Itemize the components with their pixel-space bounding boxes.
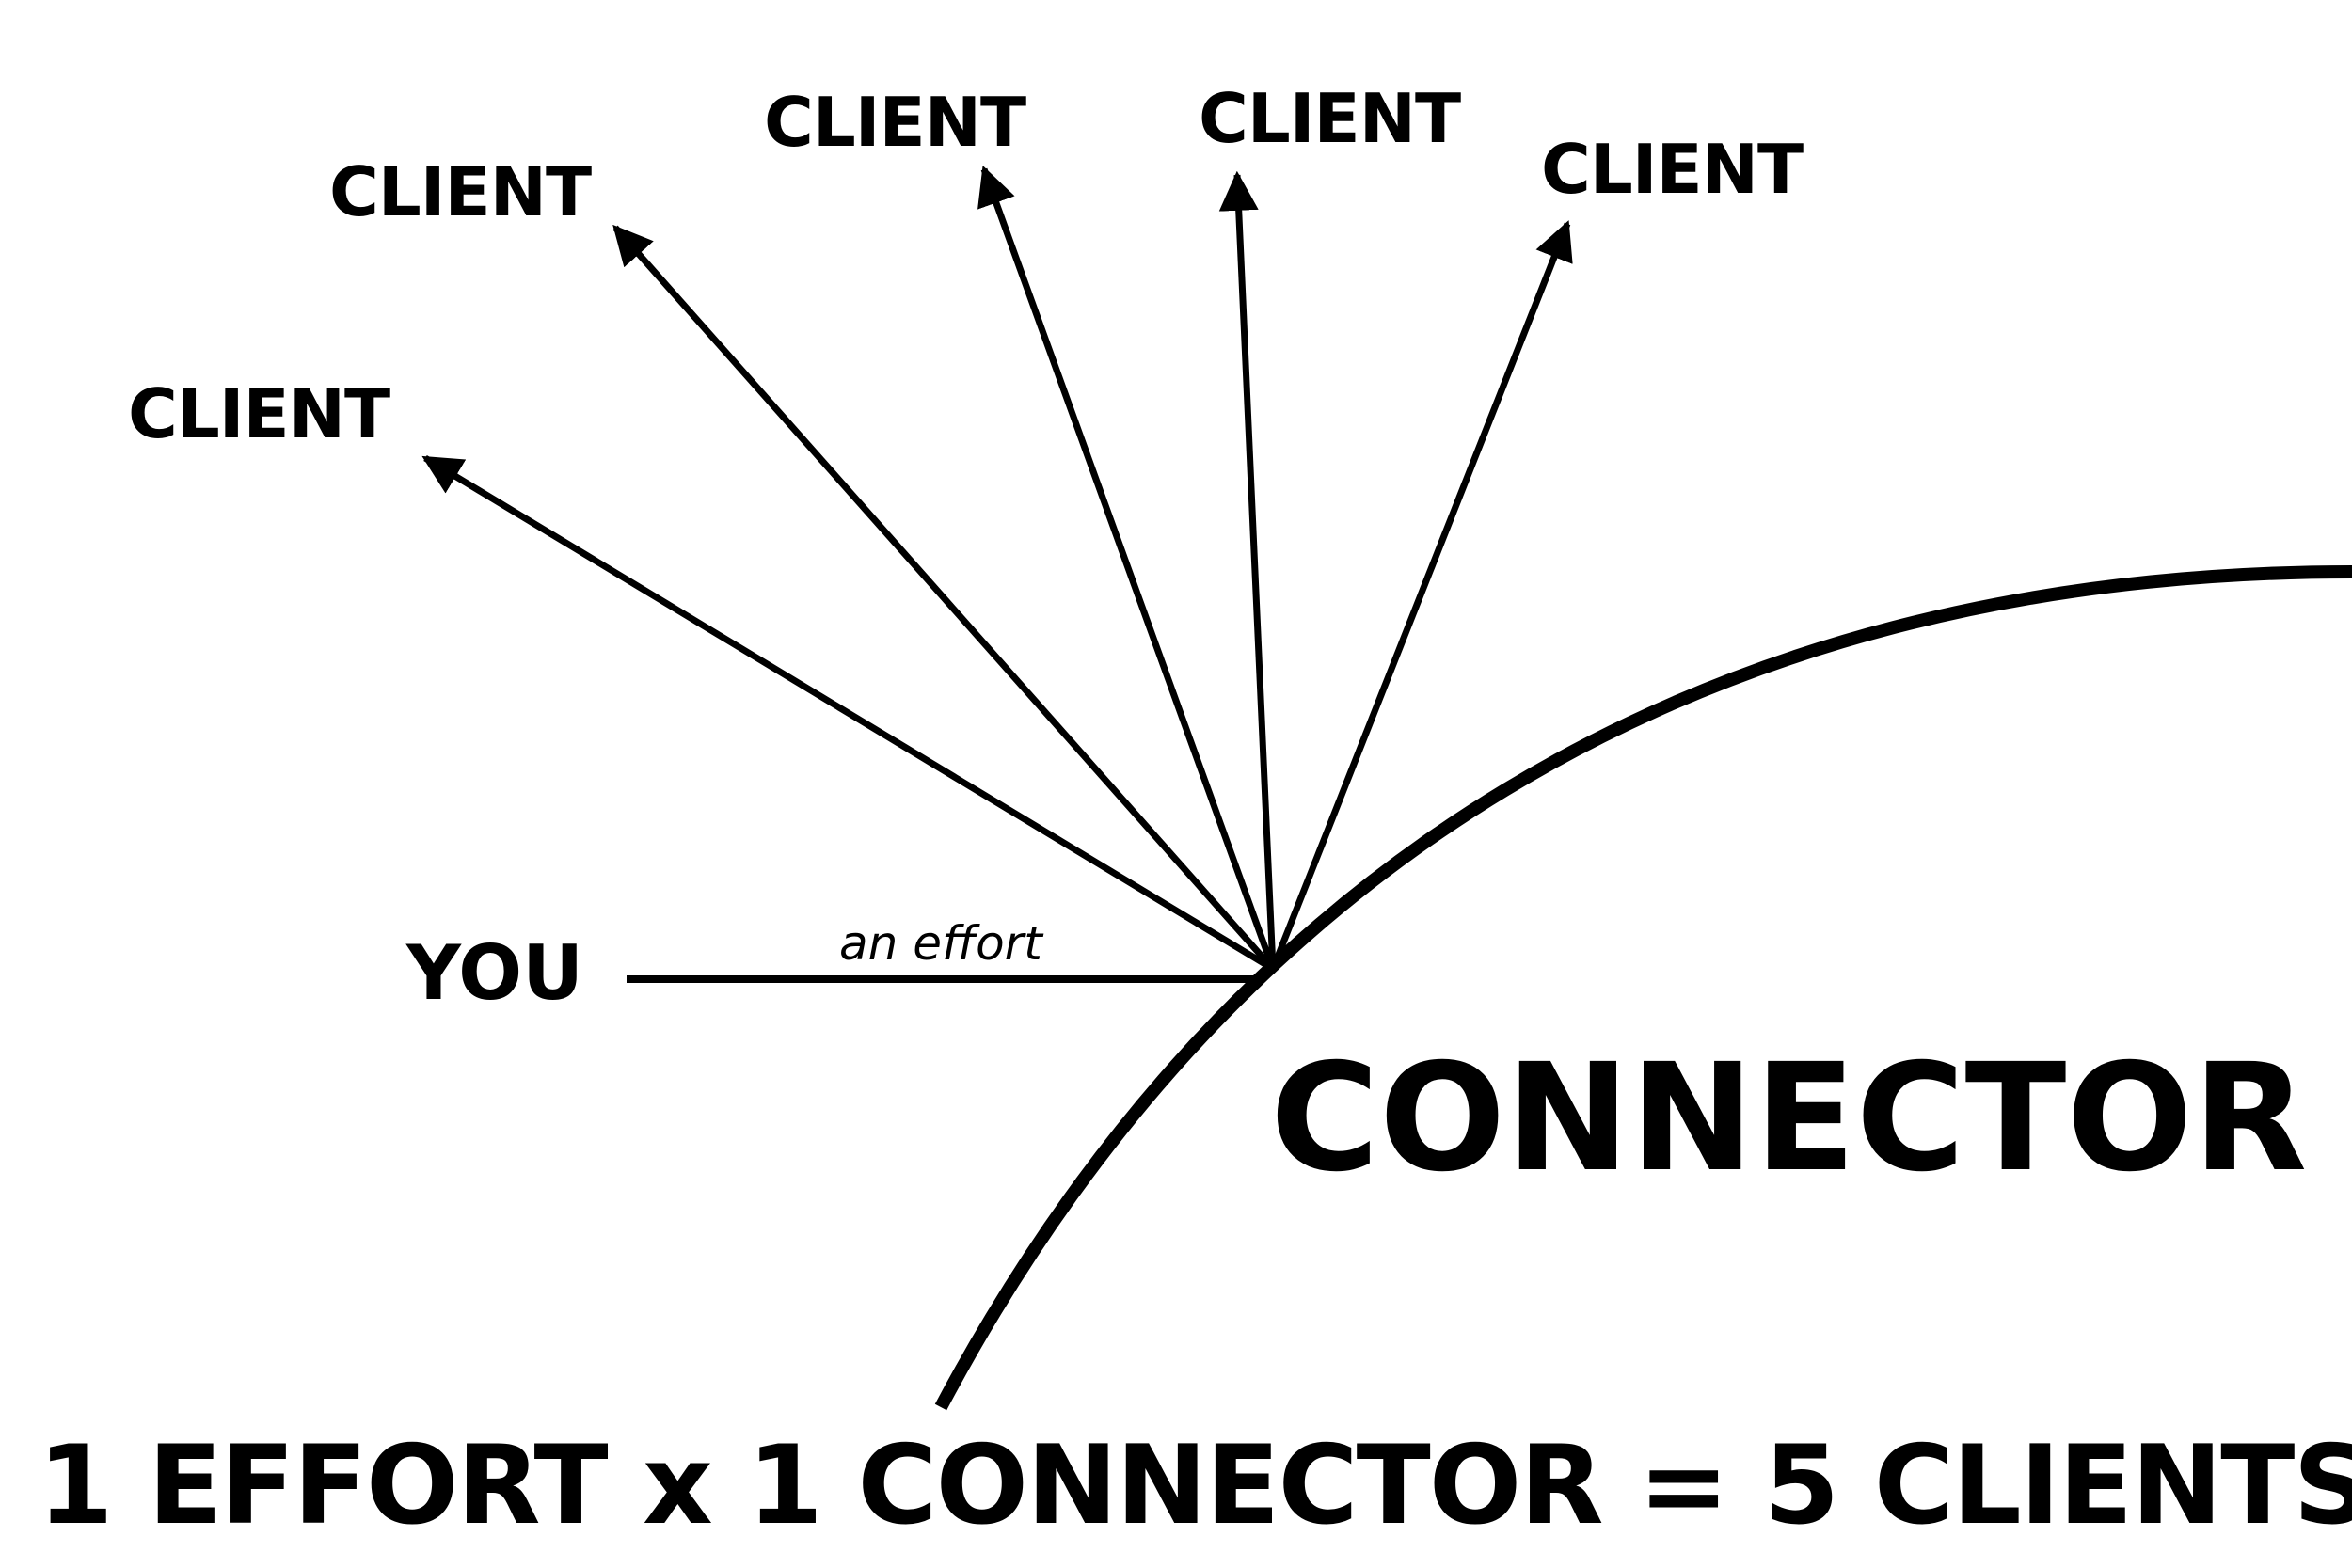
arrow-to-client-5	[1269, 220, 1573, 971]
client-label-3: CLIENT	[764, 83, 1026, 162]
client-label-4: CLIENT	[1199, 79, 1461, 158]
client-label-1: CLIENT	[128, 374, 390, 453]
you-label: YOU	[406, 929, 584, 1017]
arrow-to-client-3	[977, 166, 1277, 971]
connector-arc	[934, 565, 2352, 1411]
client-label-2: CLIENT	[329, 152, 592, 231]
arrow-to-client-4	[1218, 170, 1277, 970]
client-label-5: CLIENT	[1541, 130, 1804, 209]
connector-label: CONNECTOR	[1270, 1032, 2308, 1205]
arrow-to-client-1	[421, 455, 1275, 972]
effort-label: an effort	[839, 916, 1042, 971]
equation-text: 1 EFFORT x 1 CONNECTOR = 5 CLIENTS	[38, 1422, 2352, 1549]
arrow-to-client-2	[612, 224, 1276, 972]
